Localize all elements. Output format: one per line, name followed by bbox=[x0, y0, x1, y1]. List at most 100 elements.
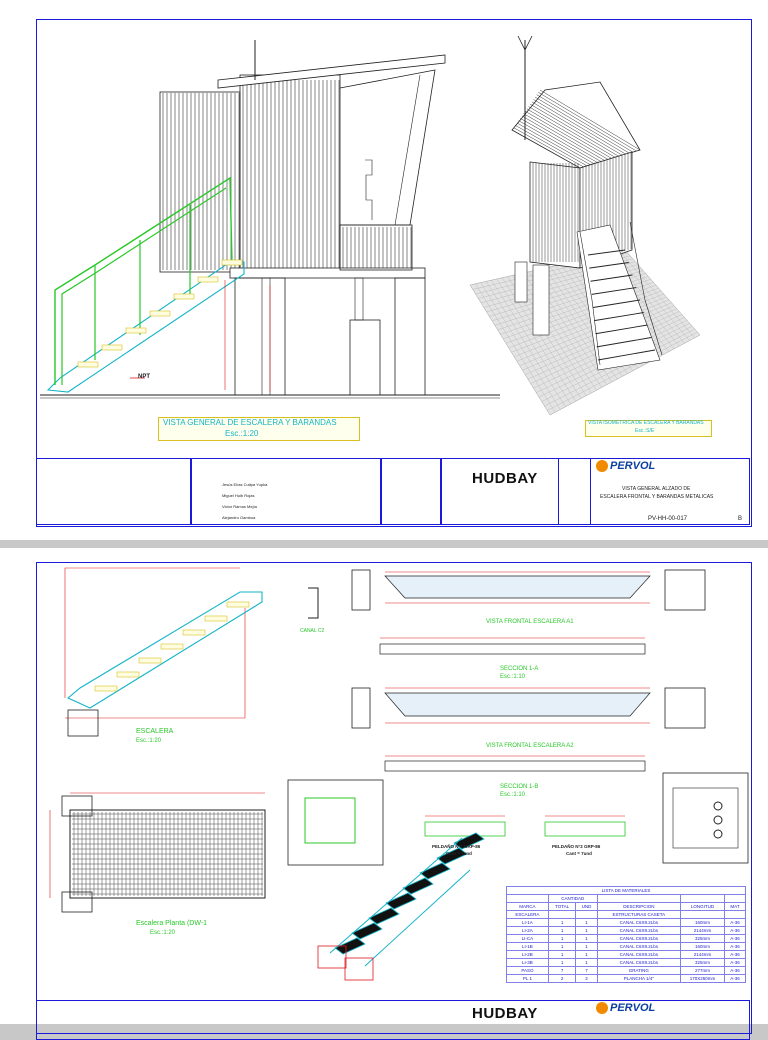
step-tag bbox=[101, 344, 123, 351]
table-cell: PASO bbox=[506, 966, 549, 975]
roof-rib bbox=[515, 125, 588, 167]
table-cell: 2 bbox=[575, 974, 598, 983]
step-tag bbox=[77, 361, 99, 368]
table-cell: CANAL C6X8.2Lbs bbox=[596, 958, 681, 967]
table-cell bbox=[547, 910, 577, 919]
table-cell: MAT bbox=[724, 902, 746, 911]
grid-line bbox=[517, 274, 597, 391]
roof-rib bbox=[526, 108, 612, 159]
grid-line bbox=[514, 296, 667, 357]
table-cell: A-36 bbox=[724, 950, 746, 959]
names-table bbox=[191, 458, 381, 525]
drawing-title-line2: ESCALERA FRONTAL Y BARANDAS METALICAS bbox=[600, 494, 714, 500]
step-tag bbox=[226, 601, 250, 608]
hudbay-logo: HUDBAY bbox=[472, 470, 538, 487]
roof-rib bbox=[536, 94, 634, 153]
drawing-sheet-2: ESCALERA Esc.:1:20 CANAL C2 VISTA FRONTA… bbox=[0, 548, 768, 1040]
vista-frontal-a2: VISTA FRONTAL ESCALERA A2 bbox=[486, 743, 574, 749]
table-cell: CANAL C6X8.2Lbs bbox=[596, 942, 681, 951]
table-cell: 2 bbox=[547, 974, 577, 983]
table-cell: 1 bbox=[547, 918, 577, 927]
stair-step bbox=[592, 299, 641, 308]
drawing-number: PV-HH-00-017 bbox=[648, 516, 688, 522]
table-cell: LI-1B bbox=[506, 942, 549, 951]
stair-step bbox=[591, 287, 637, 295]
table-cell: 1 bbox=[575, 942, 598, 951]
table-cell: LI-1A bbox=[506, 918, 549, 927]
table-cell: 1 bbox=[575, 918, 598, 927]
grid-line bbox=[485, 281, 566, 407]
iso-step bbox=[453, 832, 485, 850]
table-cell: CANAL C6X8.2Lbs bbox=[596, 950, 681, 959]
isometric-view bbox=[469, 35, 701, 416]
left-wall-panel bbox=[159, 91, 241, 273]
table-cell: 325mm bbox=[679, 958, 726, 967]
table-cell: CANAL C6X8.2Lbs bbox=[596, 934, 681, 943]
revision-letter: B bbox=[738, 516, 743, 522]
roof-rib bbox=[538, 92, 637, 152]
peldano-1-sub: Cant = 7und bbox=[446, 851, 472, 856]
descanso-label: Escalera Planta (DW-1 bbox=[136, 920, 208, 927]
pervol-logo-text: PERVOL bbox=[610, 460, 656, 472]
seccion-1b-scale: Esc.:1:10 bbox=[500, 792, 526, 798]
roof-rib bbox=[523, 113, 605, 161]
table-cell: 325mm bbox=[679, 934, 726, 943]
table-cell: 1 bbox=[547, 950, 577, 959]
roof-rib bbox=[534, 96, 630, 154]
table-title-row: LISTA DE MATERIALES bbox=[506, 886, 746, 895]
table-cell: LI-2B bbox=[506, 950, 549, 959]
table-cell: LONGITUD bbox=[679, 902, 726, 911]
roof-rib bbox=[520, 118, 598, 163]
grid-line bbox=[496, 278, 577, 402]
table-cell: ESCALERA bbox=[506, 910, 549, 919]
table-cell: 7 bbox=[547, 966, 577, 975]
table-cell: 160mm bbox=[679, 918, 726, 927]
table-cell: PL 1 bbox=[506, 974, 549, 983]
step-tag bbox=[197, 276, 219, 283]
grid-line bbox=[469, 284, 551, 416]
table-cell: 1 bbox=[575, 958, 598, 967]
escalera-label: ESCALERA bbox=[136, 728, 174, 735]
roof-rib bbox=[518, 120, 595, 164]
table-cell: CANAL C6X8.2Lbs bbox=[596, 926, 681, 935]
peldano-1-label: PELDAÑO N°1 GRP-86 bbox=[432, 844, 481, 849]
iso-view-title-box bbox=[585, 420, 712, 437]
iso-stringer bbox=[364, 869, 471, 967]
step-tag bbox=[204, 615, 228, 622]
canal-c2-label: CANAL C2 bbox=[300, 628, 325, 634]
table-cell: MARCA bbox=[506, 902, 549, 911]
roof-rib bbox=[511, 129, 581, 169]
table-cell: 160mm bbox=[679, 942, 726, 951]
details-drawing bbox=[49, 567, 749, 981]
main-elevation-drawing bbox=[40, 35, 701, 416]
table-cell: 277mm bbox=[679, 966, 726, 975]
grid-line bbox=[491, 280, 571, 405]
step-tag bbox=[160, 643, 184, 650]
table-group-header: CANTIDAD bbox=[547, 894, 598, 903]
pervol-logo-text: PERVOL bbox=[610, 1002, 656, 1014]
roof-rib bbox=[525, 110, 609, 160]
table-cell: A-36 bbox=[724, 958, 746, 967]
pervol-ring-icon bbox=[596, 1002, 608, 1015]
escalera-scale: Esc.:1:20 bbox=[136, 738, 162, 744]
iso-step bbox=[385, 892, 417, 910]
table-cell: 1 bbox=[575, 934, 598, 943]
table-cell: 2144mm bbox=[679, 950, 726, 959]
signer-name: Jesús Elías Cutipa Yupka bbox=[222, 482, 268, 487]
roof-rib bbox=[533, 99, 627, 155]
table-cell: LI-3B bbox=[506, 958, 549, 967]
step-tag bbox=[125, 327, 147, 334]
iso-step bbox=[368, 907, 400, 925]
table-cell bbox=[506, 894, 549, 903]
table-cell: A-36 bbox=[724, 934, 746, 943]
seccion-1a-scale: Esc.:1:10 bbox=[500, 674, 526, 680]
table-cell: 1 bbox=[547, 926, 577, 935]
table-cell: 7 bbox=[575, 966, 598, 975]
npt-label: NPT bbox=[138, 374, 150, 380]
